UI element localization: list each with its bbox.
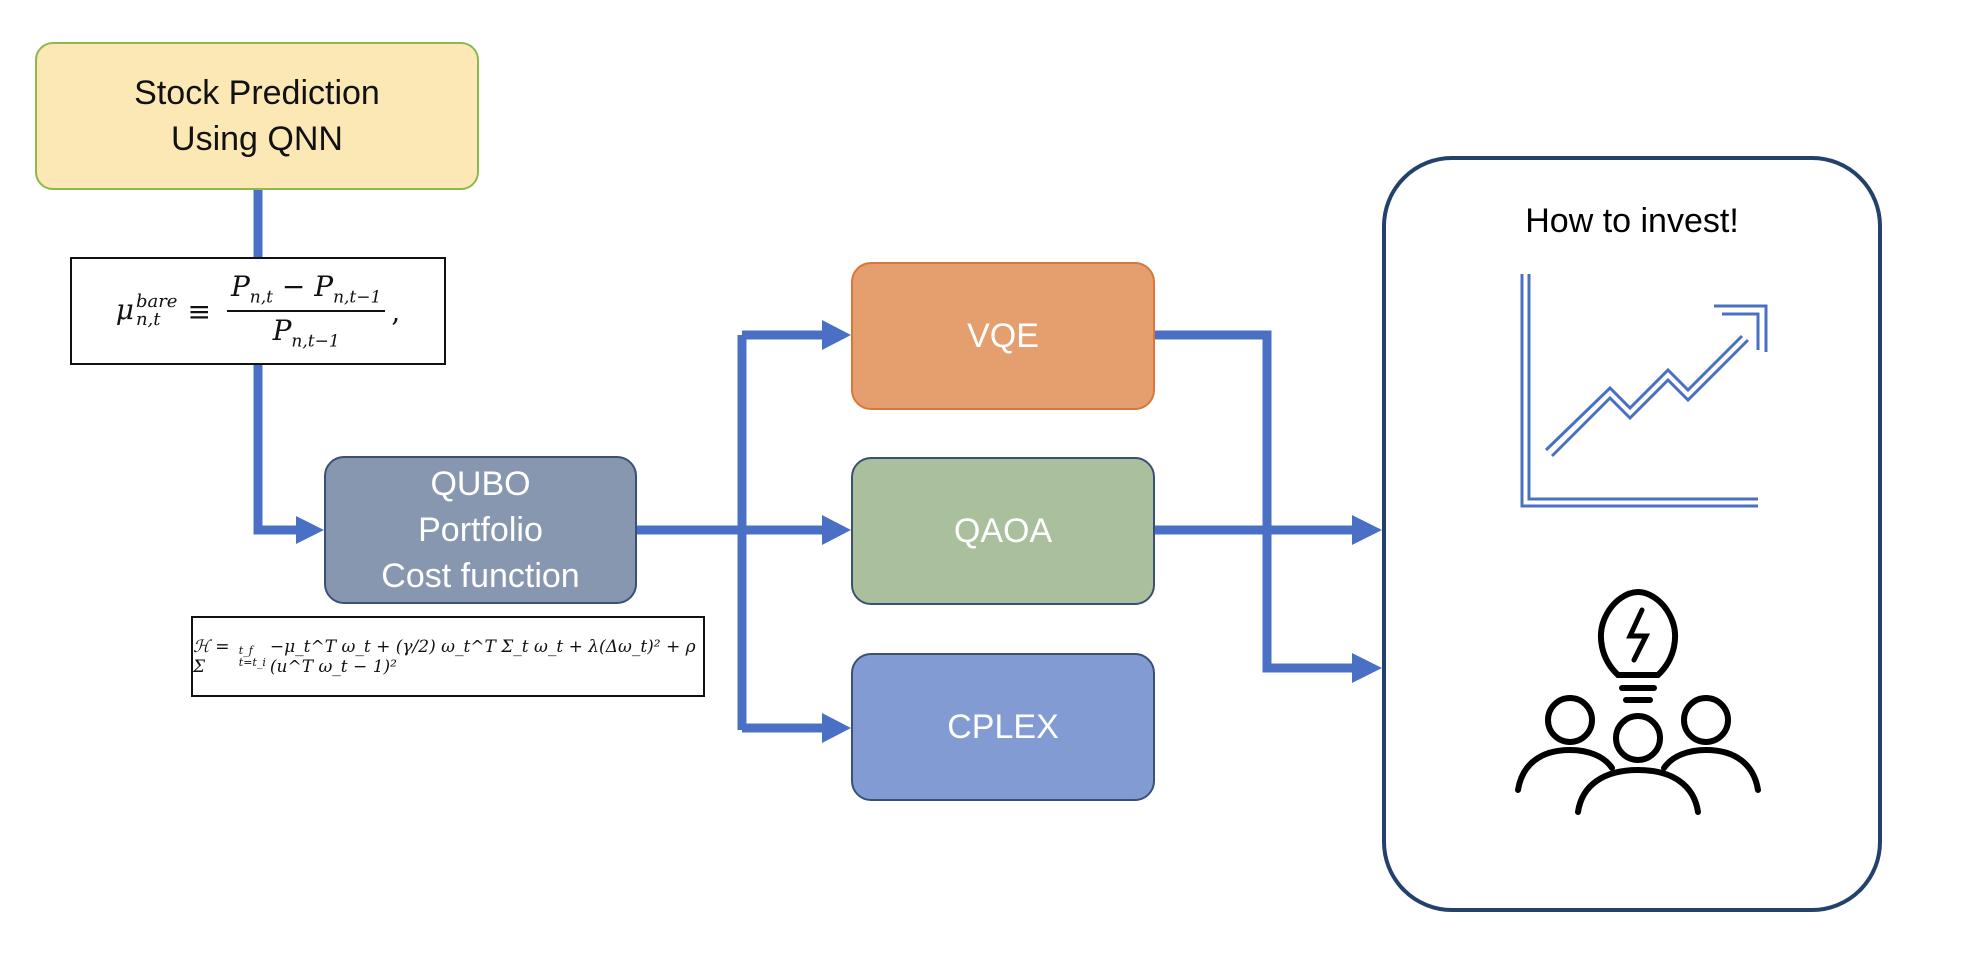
h-lhs: ℋ = Σ xyxy=(193,636,230,677)
trend-chart-icon xyxy=(1520,274,1768,508)
investment-title: How to invest! xyxy=(1525,202,1739,240)
arrowhead-qaoa-panel xyxy=(1352,515,1382,545)
qubo-cost-function-box: QUBO Portfolio Cost function xyxy=(324,456,637,604)
equiv-sign: ≡ xyxy=(187,294,211,328)
arrow-formula-to-qubo xyxy=(253,365,296,535)
qubo-line-2: Portfolio xyxy=(418,511,543,549)
mu-comma: , xyxy=(391,294,401,328)
arrowhead-vqe xyxy=(822,320,851,350)
arrowhead-vqe-panel xyxy=(1352,653,1382,683)
arrow-vqe-to-panel xyxy=(1155,330,1352,673)
stock-prediction-box: Stock Prediction Using QNN xyxy=(35,42,479,190)
investment-panel: How to invest! xyxy=(1382,156,1882,912)
qubo-line-1: QUBO xyxy=(430,465,531,503)
cplex-label: CPLEX xyxy=(947,707,1059,746)
arrowhead-cplex xyxy=(822,713,851,743)
qaoa-label: QAOA xyxy=(953,511,1053,550)
vqe-label: VQE xyxy=(967,316,1039,355)
cplex-box: CPLEX xyxy=(851,653,1155,801)
stock-line-2: Using QNN xyxy=(171,120,343,158)
team-idea-icon xyxy=(1515,588,1761,815)
mu-fraction: Pn,t − Pn,t−1 Pn,t−1 xyxy=(226,270,386,352)
arrowhead-qubo xyxy=(296,516,324,544)
h-body: −μ_t^T ω_t + (γ/2) ω_t^T Σ_t ω_t + λ(Δω_… xyxy=(269,636,696,677)
stock-line-1: Stock Prediction xyxy=(134,74,380,112)
qaoa-box: QAOA xyxy=(851,457,1155,605)
arrowhead-qaoa xyxy=(822,515,851,545)
qubo-line-3: Cost function xyxy=(381,557,580,595)
vqe-box: VQE xyxy=(851,262,1155,410)
